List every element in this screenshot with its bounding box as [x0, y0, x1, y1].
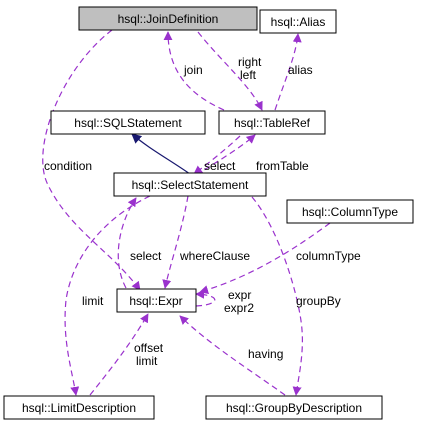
- node-label-expr: hsql::Expr: [129, 294, 182, 308]
- edge-select-expr: [117, 197, 137, 289]
- edge-label-column-type: columnType: [296, 249, 361, 263]
- edge-label-group-by: groupBy: [296, 294, 341, 308]
- edge-expr-self: [195, 289, 216, 307]
- edge-limit: [64, 195, 151, 396]
- edge-alias: [274, 33, 302, 111]
- edge-label-from-table: fromTable: [256, 159, 309, 173]
- edge-label-limit-expr: limit: [136, 354, 158, 368]
- node-expr[interactable]: hsql::Expr: [116, 288, 197, 313]
- edge-from-table: [195, 134, 256, 176]
- edge-label-offset: offset: [134, 341, 164, 355]
- node-label-group-by-description: hsql::GroupByDescription: [226, 401, 362, 415]
- edge-label-alias: alias: [288, 63, 313, 77]
- edge-inheritance: [131, 133, 191, 175]
- edge-label-expr2: expr2: [224, 301, 254, 315]
- node-label-sql-statement: hsql::SQLStatement: [74, 116, 182, 130]
- edge-label-limit: limit: [82, 294, 104, 308]
- edges: [42, 29, 331, 396]
- node-label-table-ref: hsql::TableRef: [234, 116, 311, 130]
- node-limit-description[interactable]: hsql::LimitDescription: [3, 395, 155, 420]
- edge-label-expr: expr: [228, 288, 251, 302]
- edge-condition: [42, 29, 141, 291]
- edge-label-condition: condition: [44, 159, 92, 173]
- node-label-alias: hsql::Alias: [271, 15, 326, 29]
- edge-column-type: [199, 222, 331, 294]
- edge-label-left: left: [240, 68, 257, 82]
- edge-label-select-tableref: select: [204, 159, 236, 173]
- edge-select-tableref: [193, 135, 241, 175]
- edge-label-where-clause: whereClause: [179, 249, 250, 263]
- edge-where-clause: [162, 195, 189, 289]
- edge-group-by: [251, 196, 303, 396]
- node-join-definition[interactable]: hsql::JoinDefinition: [78, 6, 258, 31]
- node-label-select-statement: hsql::SelectStatement: [132, 178, 249, 192]
- edge-label-right: right: [238, 55, 262, 69]
- node-column-type[interactable]: hsql::ColumnType: [286, 199, 414, 224]
- node-label-limit-description: hsql::LimitDescription: [22, 401, 136, 415]
- node-table-ref[interactable]: hsql::TableRef: [218, 110, 326, 135]
- edge-right-left: [197, 31, 263, 111]
- edge-label-select-expr: select: [130, 249, 162, 263]
- edge-having: [179, 315, 286, 396]
- edge-labels: join right left alias condition select f…: [44, 55, 361, 368]
- edge-label-having: having: [248, 347, 283, 361]
- node-select-statement[interactable]: hsql::SelectStatement: [113, 172, 267, 197]
- node-group-by-description[interactable]: hsql::GroupByDescription: [205, 395, 383, 420]
- node-alias[interactable]: hsql::Alias: [259, 9, 337, 34]
- edge-join: [163, 31, 225, 111]
- node-label-join-definition: hsql::JoinDefinition: [118, 12, 219, 26]
- node-sql-statement[interactable]: hsql::SQLStatement: [50, 110, 206, 135]
- edge-label-join: join: [183, 63, 203, 77]
- node-label-column-type: hsql::ColumnType: [302, 205, 398, 219]
